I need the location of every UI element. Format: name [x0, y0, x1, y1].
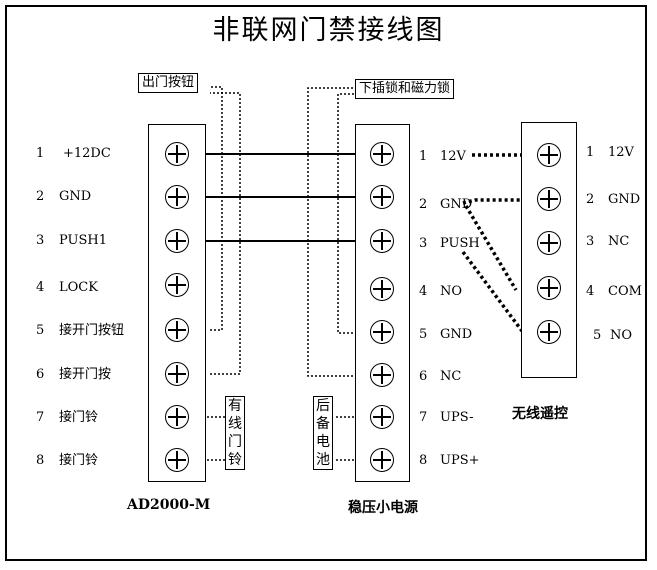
- lock-tag: 下插锁和磁力锁: [355, 79, 455, 99]
- power-terminal-8: [370, 448, 394, 472]
- power-pin-label: PUSH: [440, 236, 480, 251]
- power-pin-label: GND: [440, 197, 473, 212]
- controller-pin-num: 3: [36, 233, 45, 248]
- remote-name: 无线遥控: [512, 406, 568, 422]
- power-terminal-1: [370, 142, 394, 166]
- exit-button-tag: 出门按钮: [138, 73, 199, 93]
- controller-terminal-4: [165, 273, 189, 297]
- controller-pin-num: 5: [36, 323, 45, 338]
- controller-terminal-8: [165, 448, 189, 472]
- wire-lock-a: [337, 93, 357, 334]
- wire-remote-no: [461, 250, 524, 333]
- power-terminal-3: [370, 229, 394, 253]
- power-pin-label: NC: [440, 369, 462, 384]
- remote-terminal-4: [537, 276, 561, 300]
- controller-pin-num: 7: [36, 410, 45, 425]
- controller-pin-num: 1: [36, 146, 45, 161]
- power-pin-num: 5: [419, 327, 428, 342]
- doorbell-tag: 有线门铃: [225, 396, 245, 470]
- remote-terminal-5: [537, 320, 561, 344]
- controller-pin-num: 4: [36, 280, 45, 295]
- controller-pin-num: 2: [36, 189, 45, 204]
- remote-pin-num: 4: [586, 284, 595, 299]
- controller-pin-num: 8: [36, 453, 45, 468]
- controller-pin-label: PUSH1: [59, 233, 107, 248]
- power-pin-num: 6: [419, 369, 428, 384]
- remote-terminal-2: [537, 187, 561, 211]
- power-pin-label: GND: [440, 327, 473, 342]
- remote-terminal-1: [537, 143, 561, 167]
- page-title: 非联网门禁接线图: [212, 15, 445, 46]
- power-pin-num: 3: [419, 236, 428, 251]
- power-pin-num: 4: [419, 284, 428, 299]
- controller-pin-label: 接门铃: [59, 453, 99, 468]
- remote-pin-label: COM: [608, 284, 642, 299]
- battery-tag: 后备电池: [313, 396, 333, 470]
- controller-pin-label: 接门铃: [59, 410, 99, 425]
- power-terminal-7: [370, 405, 394, 429]
- remote-pin-num: 3: [586, 234, 595, 249]
- controller-pin-label: 接开门按钮: [59, 323, 125, 338]
- power-pin-label: 12V: [440, 149, 466, 164]
- remote-pin-num: 5: [593, 328, 602, 343]
- power-pin-num: 2: [419, 197, 428, 212]
- controller-pin-label: +12DC: [63, 146, 111, 161]
- remote-terminal-3: [537, 231, 561, 255]
- controller-pin-label: GND: [59, 189, 92, 204]
- controller-pin-label: LOCK: [59, 280, 98, 295]
- power-pin-num: 1: [419, 149, 428, 164]
- wire-exit-button-b: [210, 92, 241, 375]
- controller-terminal-7: [165, 405, 189, 429]
- power-pin-label: NO: [440, 284, 463, 299]
- remote-pin-num: 1: [586, 145, 595, 160]
- power-supply-name: 稳压小电源: [348, 500, 418, 516]
- wire-lock-b: [307, 87, 357, 377]
- power-pin-label: UPS+: [440, 453, 480, 468]
- power-pin-num: 8: [419, 453, 428, 468]
- remote-pin-num: 2: [586, 192, 595, 207]
- controller-name: AD2000-M: [127, 497, 211, 513]
- power-pin-num: 7: [419, 410, 428, 425]
- controller-terminal-1: [165, 142, 189, 166]
- wire-remote-gnd: [462, 198, 536, 205]
- controller-terminal-3: [165, 229, 189, 253]
- controller-terminal-5: [165, 318, 189, 342]
- remote-pin-label: GND: [608, 192, 641, 207]
- power-terminal-2: [370, 185, 394, 209]
- controller-terminal-6: [165, 362, 189, 386]
- controller-pin-label: 接开门按: [59, 367, 112, 382]
- wire-remote-com: [464, 205, 518, 291]
- controller-pin-num: 6: [36, 367, 45, 382]
- remote-pin-label: 12V: [608, 145, 634, 160]
- remote-pin-label: NO: [610, 328, 633, 343]
- power-terminal-4: [370, 277, 394, 301]
- remote-pin-label: NC: [608, 234, 630, 249]
- power-terminal-5: [370, 320, 394, 344]
- diagram-frame: [5, 5, 647, 561]
- power-pin-label: UPS-: [440, 410, 474, 425]
- controller-terminal-2: [165, 185, 189, 209]
- wire-exit-button-a: [210, 86, 223, 331]
- power-terminal-6: [370, 363, 394, 387]
